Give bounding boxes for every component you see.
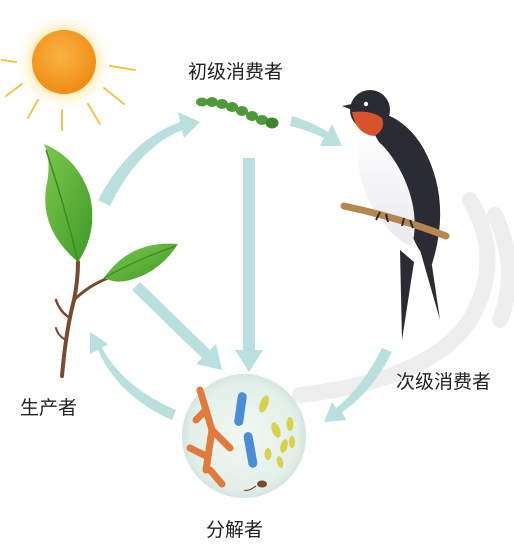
arrow-primary-to-secondary <box>290 116 342 146</box>
label-decomposer: 分解者 <box>206 515 263 542</box>
arrow-decomposer-to-producer <box>90 332 176 420</box>
arrow-primary-to-decomposer <box>235 158 263 372</box>
caterpillar-icon <box>196 97 279 129</box>
swallow-icon <box>342 90 446 340</box>
arrow-producer-to-primary <box>98 112 200 206</box>
arrow-producer-to-decomposer <box>132 282 222 370</box>
sun-icon <box>2 12 135 130</box>
microbes-icon <box>182 374 306 498</box>
label-secondary-consumer: 次级消费者 <box>396 367 491 394</box>
label-primary-consumer: 初级消费者 <box>188 57 283 84</box>
label-producer: 生产者 <box>20 393 77 420</box>
